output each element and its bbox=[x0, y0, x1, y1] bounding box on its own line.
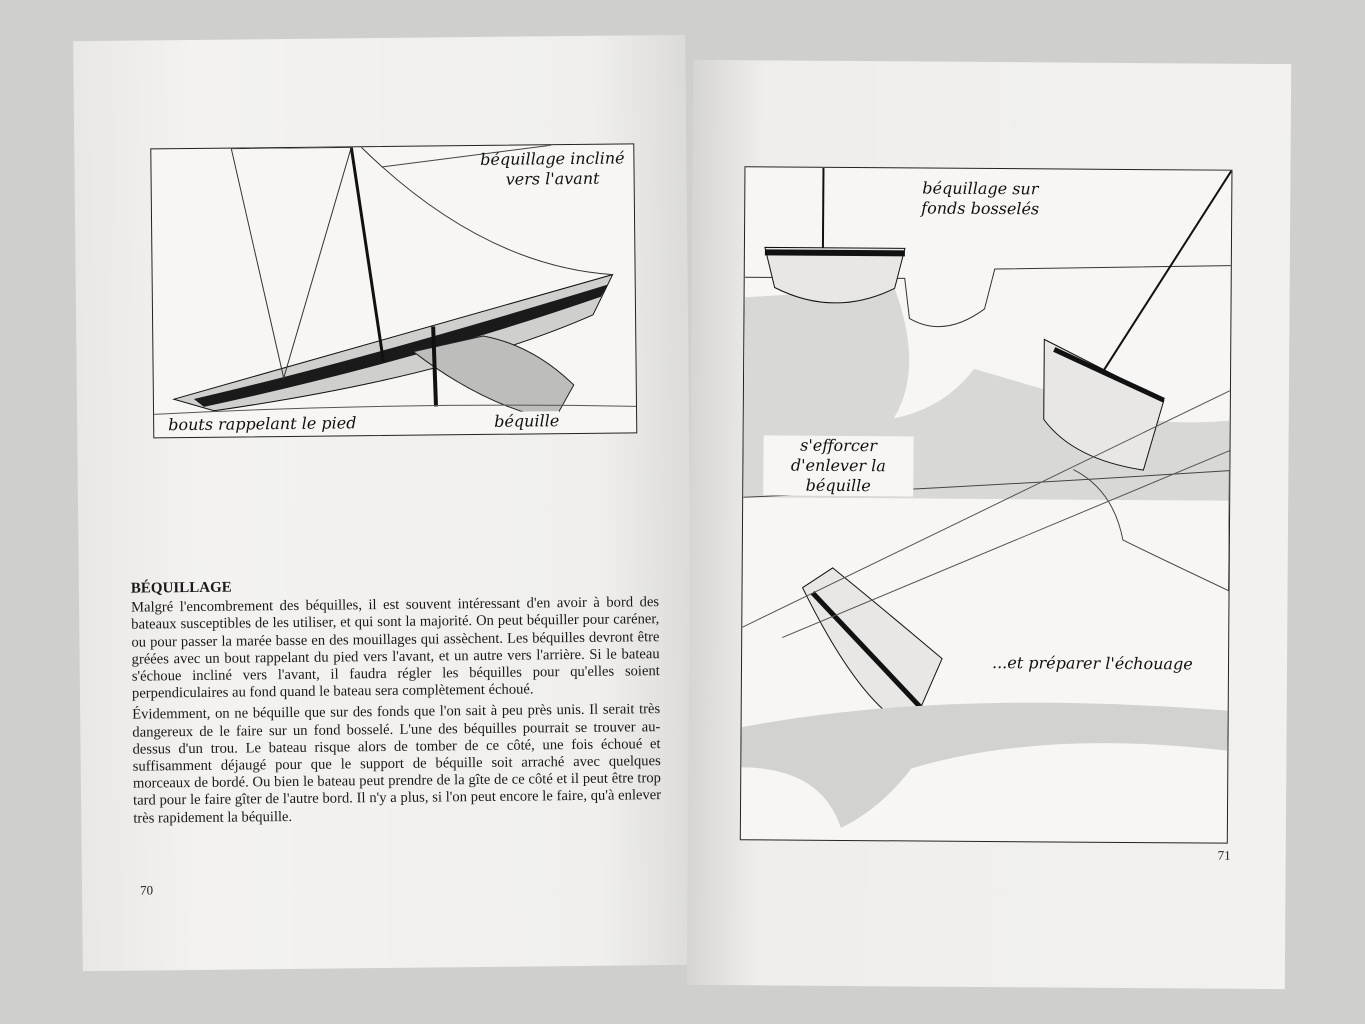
paragraph-1: Malgré l'encombrement des béquilles, il … bbox=[131, 594, 660, 702]
caption-bequillage-incline: béquillage incliné vers l'avant bbox=[480, 148, 625, 189]
paragraph-2: Évidemment, on ne béquille que sur des f… bbox=[132, 701, 662, 827]
left-page: béquillage incliné vers l'avant bouts ra… bbox=[73, 34, 695, 972]
caption-enlever-bequille: s'efforcer d'enlever la béquille bbox=[763, 435, 914, 497]
sailboat-illustration-right: béquillage sur fonds bosselés s'efforcer… bbox=[739, 166, 1233, 844]
caption-fonds-bosseles: béquillage sur fonds bosselés bbox=[921, 178, 1040, 219]
body-text: BÉQUILLAGE Malgré l'encombrement des béq… bbox=[131, 575, 662, 831]
caption-preparer-echouage: ...et préparer l'échouage bbox=[991, 653, 1193, 675]
careened-sailboat-drawing bbox=[154, 144, 637, 421]
sailboat-illustration-left: béquillage incliné vers l'avant bouts ra… bbox=[150, 143, 638, 439]
caption-bouts-rappelant: bouts rappelant le pied bbox=[168, 413, 357, 436]
page-number-right: 71 bbox=[1217, 847, 1231, 863]
bumpy-seabed-drawing bbox=[741, 167, 1232, 828]
caption-bequille: béquille bbox=[494, 411, 560, 432]
right-page: béquillage sur fonds bosselés s'efforcer… bbox=[686, 59, 1292, 990]
page-number-left: 70 bbox=[139, 882, 154, 898]
